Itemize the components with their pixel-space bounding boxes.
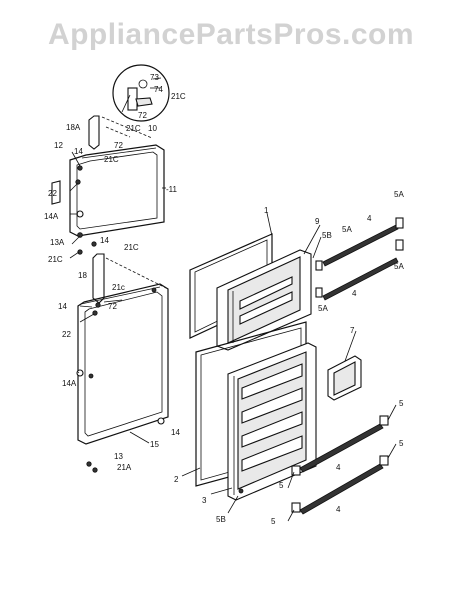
callout-4-lower: 4 [336,463,341,472]
callout-18a: 18A [66,123,81,132]
callout-14a-upper: 14A [44,212,59,221]
callout-5a-mid: 5A [342,225,352,234]
callout-21c-lower: 21c [112,283,125,292]
callout-21c-upper-2: 21C [104,155,119,164]
callout-labels: 73 74 72 21C 18A 21C 10 72 12 14 21C -11… [44,73,404,526]
handle-trim-piece [51,180,61,205]
callout-4-mid-upper: 4 [352,289,357,298]
callout-72-upper: 72 [114,141,123,150]
freezer-door [216,249,312,351]
callout-13: 13 [114,452,123,461]
callout-4-bottom: 4 [336,505,341,514]
watermark-text: AppliancePartsPros.com [47,18,415,51]
dairy-compartment-door [327,355,362,401]
callout-5a-top: 5A [394,190,404,199]
callout-14-mid: 14 [100,236,109,245]
callout-72-detail: 72 [138,111,147,120]
callout-5b-upper: 5B [322,231,332,240]
callout-73: 73 [150,73,159,82]
callout-11: -11 [166,185,178,194]
callout-5-right-1: 5 [399,399,404,408]
fresh-food-door-gasket-frame [77,283,169,445]
callout-21c-upper: 21C [126,124,141,133]
callout-21c-mid: 21C [124,243,139,252]
callout-2: 2 [174,475,179,484]
callout-10: 10 [148,124,157,133]
freezer-door-gasket-frame [69,144,165,237]
fresh-food-door [227,342,317,501]
handle-end-caps-upper [315,217,404,298]
freezer-handle-upper [322,224,399,301]
screw-set-upper [75,165,97,255]
callout-5-left-1: 5 [279,481,284,490]
callout-72-lower: 72 [108,302,117,311]
callout-21c-left: 21C [48,255,63,264]
callout-14-lower: 14 [58,302,67,311]
callout-21a: 21A [117,463,132,472]
callout-18: 18 [78,271,87,280]
callout-3: 3 [202,496,207,505]
upper-hinge-assembly [88,115,153,150]
callout-14-right: 14 [171,428,180,437]
leader-lines [69,151,397,522]
lower-hinge-assembly [92,253,167,304]
fresh-food-handle-lower [299,423,384,515]
callout-7: 7 [350,326,355,335]
callout-13a: 13A [50,238,65,247]
callout-5a-low: 5A [318,304,328,313]
screw-set-lower [76,369,165,473]
callout-22-lower: 22 [62,330,71,339]
callout-22-upper: 22 [48,189,57,198]
callout-15: 15 [150,440,159,449]
callout-5b-lower: 5B [216,515,226,524]
callout-1: 1 [264,206,269,215]
callout-74: 74 [154,85,163,94]
hinge-detail-circle [112,64,170,122]
handle-end-caps-lower [291,415,389,513]
callout-12: 12 [54,141,63,150]
callout-5a-right: 5A [394,262,404,271]
callout-5-right-2: 5 [399,439,404,448]
callout-14-upper: 14 [74,147,83,156]
callout-14a-lower: 14A [62,379,77,388]
callout-4-top: 4 [367,214,372,223]
callout-5-left-2: 5 [271,517,276,526]
callout-21c-detail: 21C [171,92,186,101]
callout-9: 9 [315,217,320,226]
